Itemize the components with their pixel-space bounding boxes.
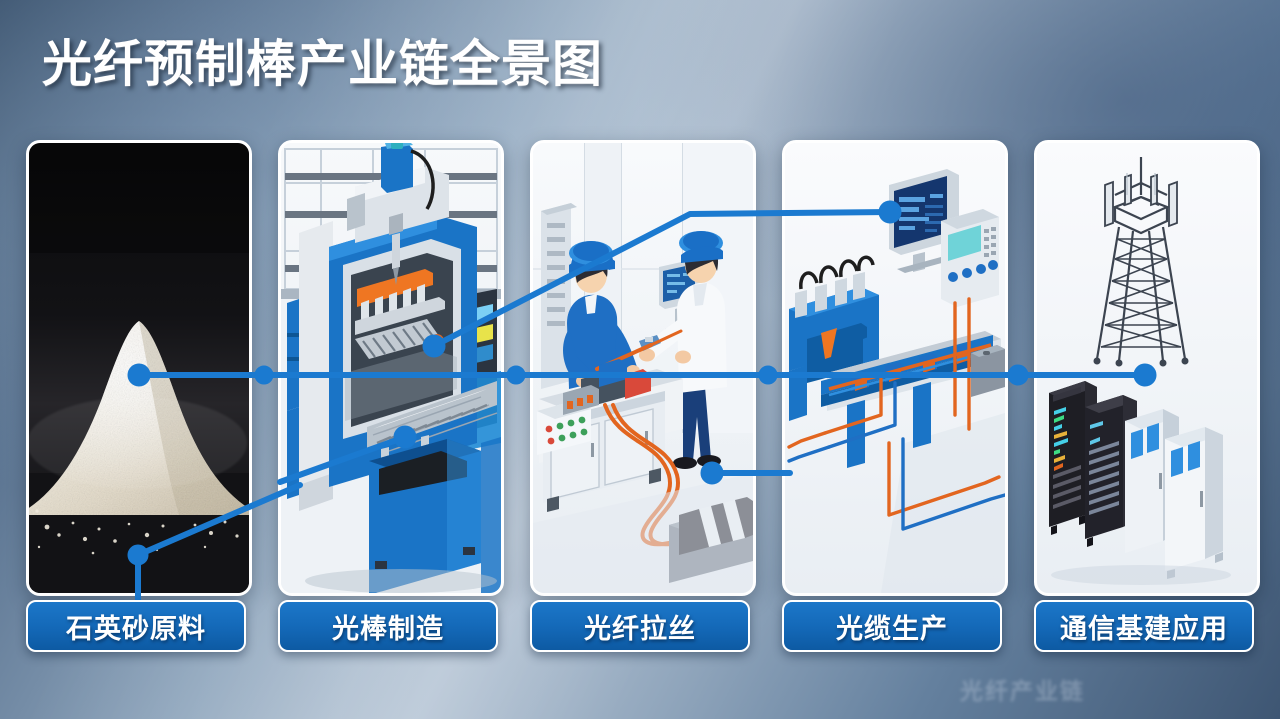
stage-panel-telecom-infrastructure[interactable] bbox=[1034, 140, 1260, 596]
page-title: 光纤预制棒产业链全景图 bbox=[42, 36, 603, 92]
stage-panel-fiber-drawing[interactable] bbox=[530, 140, 756, 596]
stage-label-preform[interactable]: 光棒制造 bbox=[278, 600, 498, 652]
node-cable[interactable] bbox=[1007, 364, 1029, 386]
stage-label-quartz-sand[interactable]: 石英砂原料 bbox=[26, 600, 246, 652]
fiber-drawing-workers bbox=[533, 143, 753, 593]
node-drawing[interactable] bbox=[758, 365, 778, 385]
node-panel1-edge[interactable] bbox=[254, 365, 274, 385]
cable-production-line bbox=[785, 143, 1005, 593]
preform-machine bbox=[281, 143, 501, 593]
watermark: 光纤产业链 bbox=[960, 678, 1085, 704]
stage-label-fiber-drawing[interactable]: 光纤拉丝 bbox=[530, 600, 750, 652]
telecom-tower-racks bbox=[1037, 143, 1257, 593]
stage-label-cable-production[interactable]: 光缆生产 bbox=[782, 600, 1002, 652]
quartz-sand-photo bbox=[29, 143, 249, 593]
stage-panel-cable-production[interactable] bbox=[782, 140, 1008, 596]
stage-label-telecom-application[interactable]: 通信基建应用 bbox=[1034, 600, 1254, 652]
stage-panel-preform-manufacturing[interactable] bbox=[278, 140, 504, 596]
stage-panel-quartz-sand[interactable] bbox=[26, 140, 252, 596]
node-preform[interactable] bbox=[506, 365, 526, 385]
